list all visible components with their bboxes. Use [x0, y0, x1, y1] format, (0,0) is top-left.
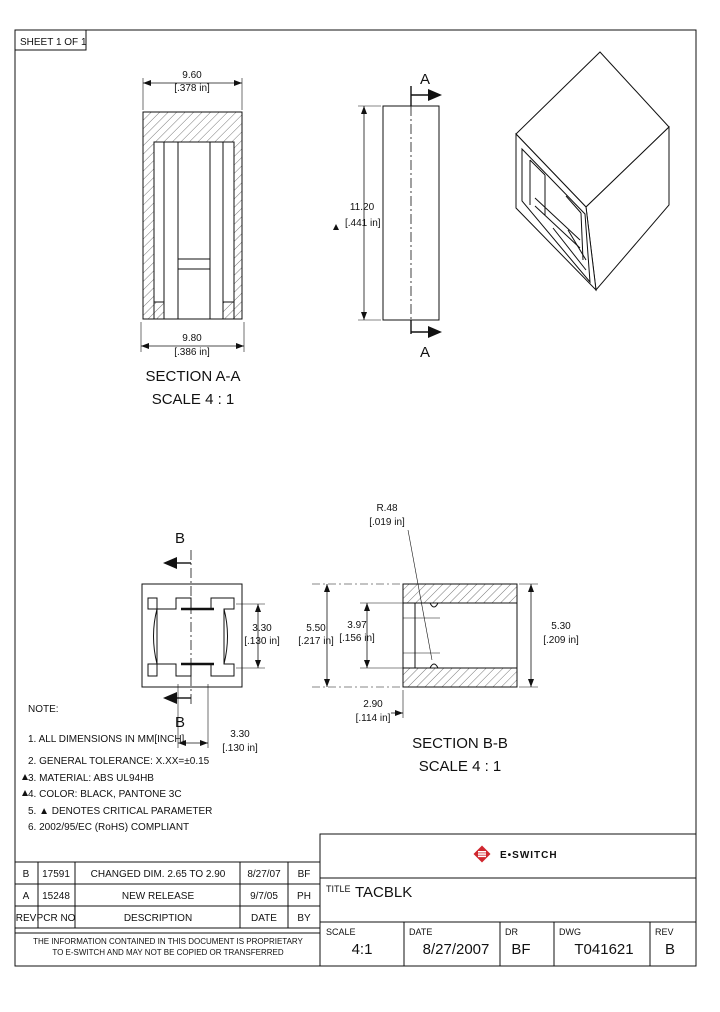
rev-value: B	[665, 941, 675, 958]
revision-cell: 9/7/05	[250, 891, 278, 902]
revision-header: REV	[16, 913, 37, 924]
date-label: DATE	[409, 927, 432, 937]
front-view-height-in: [.130 in]	[244, 636, 280, 647]
section-b-label-bottom: B	[175, 714, 185, 731]
note-item: 2. GENERAL TOLERANCE: X.XX=±0.15	[28, 756, 210, 767]
section-aa-view: 9.60 [.378 in] 9.80 [.386 in] SECTION A-…	[140, 70, 245, 408]
disclaimer-line: THE INFORMATION CONTAINED IN THIS DOCUME…	[33, 937, 303, 946]
logo-text: E•SWITCH	[500, 850, 558, 861]
revision-header: DATE	[251, 913, 277, 924]
notes-block: NOTE: 1. ALL DIMENSIONS IN MM[INCH] 2. G…	[22, 704, 212, 833]
dwg-value: T041621	[574, 941, 633, 958]
revision-header: PCR NO	[37, 913, 76, 924]
title-value: TACBLK	[355, 884, 412, 901]
note-item: 3. MATERIAL: ABS UL94HB	[28, 773, 154, 784]
section-aa-bottom-dim-in: [.386 in]	[174, 347, 210, 358]
note-item: 1. ALL DIMENSIONS IN MM[INCH]	[28, 734, 185, 745]
note-item: 4. COLOR: BLACK, PANTONE 3C	[28, 789, 182, 800]
isometric-view	[515, 51, 670, 292]
drawn-by-value: BF	[511, 941, 530, 958]
front-view-width-mm: 3.30	[230, 729, 250, 740]
front-view: B B 3.30 [.130 in] 3.30 [.130 in]	[141, 530, 280, 754]
disclaimer-line: TO E-SWITCH AND MAY NOT BE COPIED OR TRA…	[52, 948, 284, 957]
section-aa-bottom-dim-mm: 9.80	[182, 333, 202, 344]
section-bb-right-mm: 5.30	[551, 621, 571, 632]
section-aa-top-dim-mm: 9.60	[182, 70, 202, 81]
notes-heading: NOTE:	[28, 704, 59, 715]
scale-value: 4:1	[352, 941, 373, 958]
section-a-label-bottom: A	[420, 344, 430, 361]
revision-header: BY	[297, 913, 311, 924]
front-view-body	[141, 583, 243, 688]
rev-label: REV	[655, 927, 674, 937]
revision-header-row: REV PCR NO DESCRIPTION DATE BY	[16, 913, 311, 924]
section-aa-top-dim-in: [.378 in]	[174, 83, 210, 94]
section-bb-radius-in: [.019 in]	[369, 517, 405, 528]
section-b-label-top: B	[175, 530, 185, 547]
revision-cell: B	[23, 869, 30, 880]
sheet-label-box	[14, 29, 87, 51]
note-item: 6. 2002/95/EC (RoHS) COMPLIANT	[28, 822, 189, 833]
scale-label: SCALE	[326, 927, 356, 937]
title-block	[319, 833, 697, 967]
section-a-label-top: A	[420, 71, 430, 88]
section-bb-radius-leader	[407, 529, 433, 661]
section-bb-inner-mm: 3.97	[347, 620, 367, 631]
revision-cell: A	[23, 891, 30, 902]
front-view-outline	[147, 597, 235, 677]
note-item: 5. ▲ DENOTES CRITICAL PARAMETER	[28, 806, 212, 817]
side-view: A A 11.20 [.441 in]	[333, 71, 442, 361]
section-a-arrow-bottom	[428, 326, 442, 338]
revision-cell: 15248	[42, 891, 70, 902]
section-bb-radius-mm: R.48	[376, 503, 398, 514]
section-b-arrow-bottom	[163, 692, 177, 704]
section-aa-title: SECTION A-A	[145, 368, 240, 385]
section-aa-scale: SCALE 4 : 1	[152, 391, 235, 408]
revision-cell: NEW RELEASE	[122, 891, 195, 902]
revision-cell: BF	[298, 869, 311, 880]
section-bb-view: R.48 [.019 in] 5.50 [.217 in] 3.97 [.156…	[298, 503, 579, 775]
section-bb-left-mm: 5.50	[306, 623, 326, 634]
section-aa-cavity	[153, 141, 235, 320]
drawn-by-label: DR	[505, 927, 518, 937]
section-b-arrow-top	[163, 557, 177, 569]
revision-cell: 17591	[42, 869, 70, 880]
date-value: 8/27/2007	[423, 941, 490, 958]
revision-header: DESCRIPTION	[124, 913, 192, 924]
company-logo: E•SWITCH	[473, 845, 558, 863]
revision-cell: PH	[297, 891, 311, 902]
sheet-label: SHEET 1 OF 1	[20, 37, 87, 48]
revision-row: A 15248 NEW RELEASE 9/7/05 PH	[23, 891, 311, 902]
title-label: TITLE	[326, 884, 351, 894]
section-a-arrow-top	[428, 89, 442, 101]
critical-triangle-icon	[333, 224, 339, 230]
section-bb-bottom-mm: 2.90	[363, 699, 383, 710]
critical-triangle-icon	[22, 774, 28, 780]
section-bb-inner-in: [.156 in]	[339, 633, 375, 644]
dwg-label: DWG	[559, 927, 581, 937]
section-bb-right-in: [.209 in]	[543, 635, 579, 646]
side-view-height-mm: 11.20	[350, 202, 375, 213]
revision-cell: CHANGED DIM. 2.65 TO 2.90	[91, 869, 226, 880]
side-view-height-in: [.441 in]	[345, 218, 381, 229]
critical-triangle-icon	[22, 790, 28, 796]
front-view-height-mm: 3.30	[252, 623, 272, 634]
front-view-width-in: [.130 in]	[222, 743, 258, 754]
section-bb-scale: SCALE 4 : 1	[419, 758, 502, 775]
section-bb-bottom-in: [.114 in]	[356, 713, 391, 724]
revision-row: B 17591 CHANGED DIM. 2.65 TO 2.90 8/27/0…	[23, 869, 311, 880]
revision-cell: 8/27/07	[247, 869, 281, 880]
section-bb-title: SECTION B-B	[412, 735, 508, 752]
section-bb-left-in: [.217 in]	[298, 636, 334, 647]
